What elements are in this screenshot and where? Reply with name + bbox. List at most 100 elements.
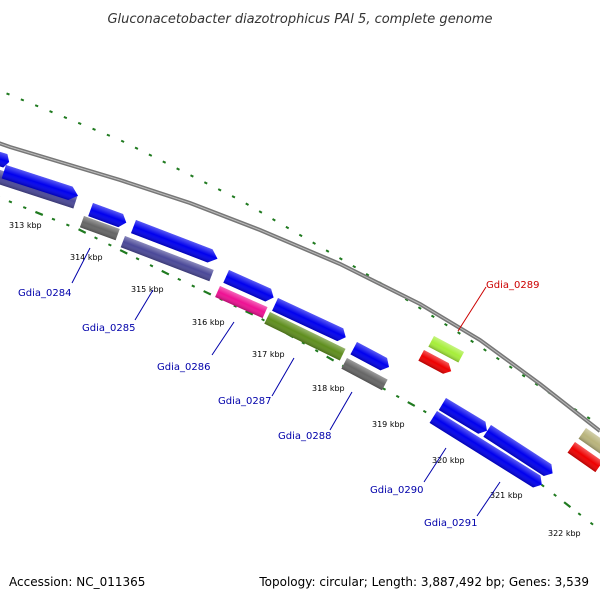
tick-mark bbox=[470, 339, 474, 344]
gene-block[interactable] bbox=[0, 150, 11, 169]
gene-block[interactable] bbox=[341, 358, 388, 391]
tick-mark bbox=[245, 202, 250, 206]
gene-block[interactable] bbox=[215, 286, 268, 319]
gene-block[interactable] bbox=[79, 216, 120, 241]
gene-block[interactable] bbox=[483, 425, 556, 479]
kbp-tick-label: 316 kbp bbox=[192, 318, 225, 327]
tick-mark bbox=[258, 210, 263, 214]
tick-mark bbox=[261, 318, 265, 322]
kbp-tick-label: 321 kbp bbox=[490, 491, 523, 500]
tick-mark bbox=[352, 264, 357, 269]
tick-mark bbox=[301, 341, 306, 345]
tick-mark bbox=[191, 284, 196, 288]
tick-mark bbox=[298, 233, 303, 238]
label-leaders bbox=[71, 247, 501, 517]
tick-mark bbox=[338, 257, 343, 261]
tick-mark bbox=[483, 348, 487, 352]
tick-mark bbox=[34, 104, 39, 108]
outer-tick-ring bbox=[6, 92, 591, 420]
kbp-tick-label: 319 kbp bbox=[372, 420, 405, 429]
accession-text: Accession: NC_011365 bbox=[9, 575, 145, 589]
tick-mark bbox=[272, 218, 276, 222]
tick-mark bbox=[134, 146, 139, 150]
gene-block[interactable] bbox=[130, 220, 220, 265]
gene-block[interactable] bbox=[223, 270, 276, 304]
tick-mark bbox=[285, 225, 290, 230]
tick-mark bbox=[404, 298, 409, 302]
tick-mark bbox=[8, 200, 13, 204]
tick-mark bbox=[177, 277, 182, 282]
gene-label[interactable]: Gdia_0285 bbox=[82, 323, 135, 334]
gene-block[interactable] bbox=[88, 203, 128, 229]
gene-block[interactable] bbox=[350, 342, 392, 373]
tick-mark bbox=[176, 167, 180, 171]
tick-mark bbox=[190, 174, 194, 178]
tick-mark bbox=[495, 356, 500, 361]
tick-mark bbox=[65, 223, 70, 227]
map-title: Gluconacetobacter diazotrophicus PAl 5, … bbox=[107, 12, 492, 27]
tick-mark bbox=[521, 374, 526, 378]
tick-mark bbox=[203, 181, 208, 185]
tick-mark bbox=[94, 236, 98, 240]
gene-block[interactable] bbox=[438, 398, 491, 437]
tick-mark bbox=[534, 382, 539, 387]
gene-label[interactable]: Gdia_0288 bbox=[278, 431, 331, 442]
tick-mark bbox=[312, 241, 316, 245]
tick-mark bbox=[51, 217, 56, 221]
tick-mark bbox=[78, 228, 87, 234]
tick-mark bbox=[417, 306, 422, 310]
tick-mark bbox=[563, 501, 572, 508]
tick-mark bbox=[22, 206, 27, 210]
kbp-tick-label: 317 kbp bbox=[252, 350, 285, 359]
tick-mark bbox=[20, 98, 25, 102]
gene-label[interactable]: Gdia_0286 bbox=[157, 362, 210, 373]
gene-block[interactable] bbox=[428, 336, 465, 363]
kbp-tick-label: 314 kbp bbox=[70, 253, 103, 262]
kbp-tick-label: 320 kbp bbox=[432, 456, 465, 465]
tick-mark bbox=[119, 249, 128, 255]
tick-mark bbox=[135, 257, 140, 261]
tick-mark bbox=[444, 322, 448, 327]
tick-mark bbox=[6, 92, 10, 96]
gene-block[interactable] bbox=[418, 350, 454, 377]
genome-summary-text: Topology: circular; Length: 3,887,492 bp… bbox=[258, 575, 589, 589]
tick-mark bbox=[120, 139, 125, 143]
tick-mark bbox=[586, 416, 591, 420]
gene-block[interactable] bbox=[1, 165, 81, 202]
tick-mark bbox=[577, 512, 582, 516]
tick-mark bbox=[149, 264, 154, 268]
tick-mark bbox=[107, 243, 112, 247]
gene-block[interactable] bbox=[567, 442, 600, 473]
tick-mark bbox=[63, 116, 68, 120]
gene-block[interactable] bbox=[429, 411, 546, 491]
gene-label[interactable]: Gdia_0287 bbox=[218, 396, 271, 407]
tick-mark bbox=[430, 314, 435, 319]
gene-label[interactable]: Gdia_0289 bbox=[486, 280, 539, 291]
tick-mark bbox=[365, 273, 370, 277]
tick-mark bbox=[325, 249, 330, 253]
tick-mark bbox=[457, 331, 461, 335]
kbp-tick-label: 318 kbp bbox=[312, 384, 345, 393]
tick-mark bbox=[162, 160, 167, 164]
gene-label[interactable]: Gdia_0284 bbox=[18, 288, 71, 299]
tick-mark bbox=[314, 349, 319, 353]
tick-mark bbox=[148, 153, 153, 157]
tick-mark bbox=[245, 310, 254, 316]
tick-mark bbox=[161, 269, 170, 276]
tick-mark bbox=[92, 127, 96, 131]
tick-mark bbox=[77, 121, 82, 125]
tick-mark bbox=[106, 133, 111, 137]
tick-mark bbox=[508, 365, 513, 369]
gene-block[interactable] bbox=[264, 312, 346, 361]
gene-label[interactable]: Gdia_0290 bbox=[370, 485, 423, 496]
gene-block[interactable] bbox=[120, 236, 214, 282]
tick-mark bbox=[540, 483, 545, 488]
tick-mark bbox=[422, 409, 427, 414]
tick-mark bbox=[34, 210, 44, 216]
gene-label[interactable]: Gdia_0291 bbox=[424, 518, 477, 529]
genome-backbone-highlight bbox=[0, 142, 600, 432]
kbp-tick-label: 315 kbp bbox=[131, 285, 164, 294]
gene-block[interactable] bbox=[578, 428, 600, 456]
gene-block[interactable] bbox=[272, 298, 349, 344]
